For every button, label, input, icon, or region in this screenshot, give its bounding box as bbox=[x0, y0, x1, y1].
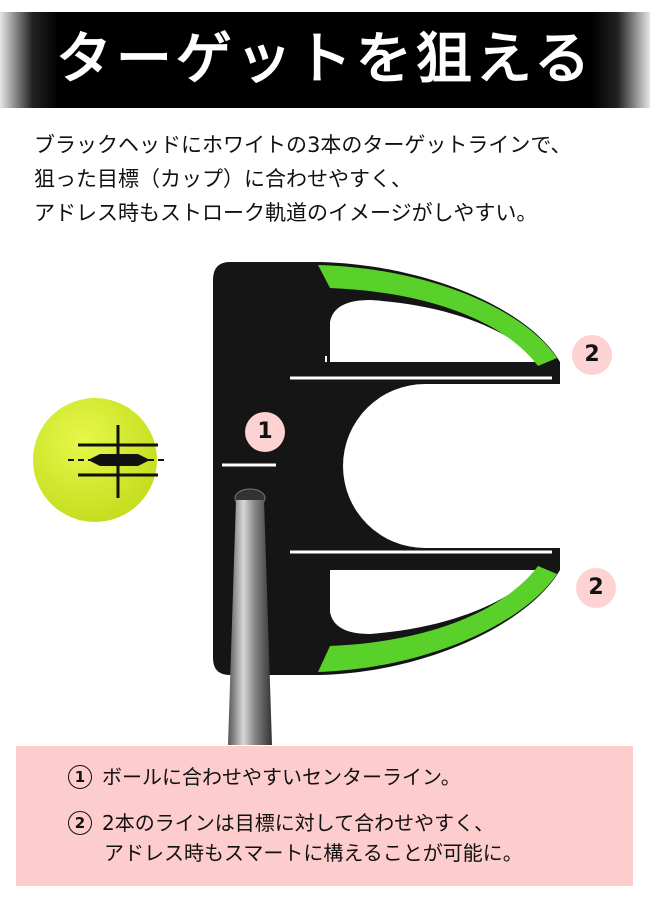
green-stripe-top bbox=[318, 265, 557, 366]
note-text: アドレス時もスマートに構えることが可能に。 bbox=[104, 841, 523, 865]
title-banner: ターゲットを狙える bbox=[0, 12, 650, 108]
intro-text: ブラックヘッドにホワイトの3本のターゲットラインで、 狙った目標（カップ）に合わ… bbox=[34, 128, 572, 230]
green-stripe-bottom bbox=[318, 566, 557, 672]
intro-line: ブラックヘッドにホワイトの3本のターゲットラインで、 bbox=[34, 133, 572, 157]
notes-box: 1 ボールに合わせやすいセンターライン。 2 2本のラインは目標に対して合わせやすく… bbox=[16, 746, 633, 886]
golf-ball bbox=[33, 398, 168, 522]
putter-head bbox=[213, 262, 560, 675]
note-number: 2 bbox=[68, 811, 92, 835]
putter-shaft bbox=[228, 488, 272, 745]
note-item: 1 ボールに合わせやすいセンターライン。 bbox=[68, 762, 461, 792]
intro-line: アドレス時もストローク軌道のイメージがしやすい。 bbox=[34, 201, 538, 225]
marker-upper-line: 2 bbox=[572, 335, 612, 375]
note-text: ボールに合わせやすいセンターライン。 bbox=[102, 765, 461, 789]
note-number: 1 bbox=[68, 765, 92, 789]
marker-lower-line: 2 bbox=[576, 568, 616, 608]
putter-illustration bbox=[33, 262, 560, 745]
note-item: 2 2本のラインは目標に対して合わせやすく、 アドレス時もスマートに構えることが可… bbox=[68, 808, 523, 868]
note-text: 2本のラインは目標に対して合わせやすく、 bbox=[102, 811, 495, 835]
page-title: ターゲットを狙える bbox=[55, 27, 595, 92]
intro-line: 狙った目標（カップ）に合わせやすく、 bbox=[34, 167, 412, 191]
marker-center-line: 1 bbox=[245, 412, 285, 452]
